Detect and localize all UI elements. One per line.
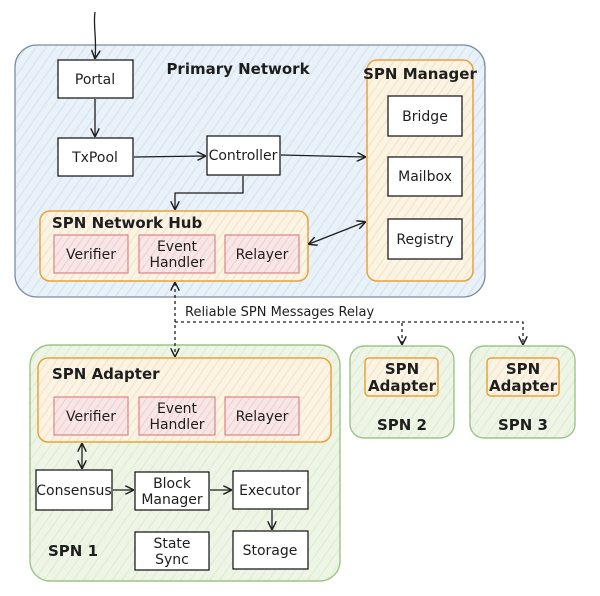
hub-relayer-label: Relayer bbox=[236, 247, 289, 263]
hub-relayer-node bbox=[224, 234, 300, 274]
spn3-label: SPN 3 bbox=[498, 416, 548, 434]
primary-network-label: Primary Network bbox=[166, 60, 310, 78]
edge-hub-spn-manager bbox=[309, 222, 365, 244]
txpool-label: TxPool bbox=[71, 150, 118, 166]
adapter-event-handler-node bbox=[138, 396, 216, 436]
bridge-label: Bridge bbox=[402, 109, 448, 125]
registry-node bbox=[387, 218, 463, 260]
spn2-adapter-node bbox=[364, 357, 439, 397]
hub-event-handler-label-line2: Handler bbox=[149, 255, 204, 271]
mailbox-node bbox=[387, 156, 463, 197]
txpool-node bbox=[57, 137, 134, 177]
adapter-verifier-node bbox=[53, 396, 129, 436]
adapter-relayer-label: Relayer bbox=[236, 409, 289, 425]
adapter-event-handler-label-line2: Handler bbox=[149, 417, 204, 433]
consensus-node bbox=[35, 469, 113, 511]
spn2-adapter-label-line2: Adapter bbox=[368, 377, 437, 395]
state-sync-label-line2: Sync bbox=[155, 552, 189, 568]
edge-controller-hub bbox=[175, 176, 244, 209]
edge-relay-spn3 bbox=[402, 321, 523, 344]
registry-label: Registry bbox=[396, 232, 453, 248]
storage-label: Storage bbox=[243, 543, 298, 559]
hub-event-handler-label-line1: Event bbox=[157, 239, 198, 255]
spn3-adapter-node bbox=[486, 357, 560, 397]
controller-node bbox=[206, 135, 281, 176]
spn1-label: SPN 1 bbox=[48, 542, 98, 560]
consensus-label: Consensus bbox=[36, 483, 111, 499]
hub-verifier-node bbox=[53, 234, 129, 274]
block-manager-label-line2: Manager bbox=[141, 492, 203, 508]
spn-manager-label: SPN Manager bbox=[363, 65, 477, 83]
hub-event-handler-node bbox=[138, 234, 216, 274]
bridge-node bbox=[387, 95, 463, 137]
mailbox-label: Mailbox bbox=[398, 169, 452, 185]
spn3-adapter-label-line1: SPN bbox=[506, 360, 540, 378]
portal-label: Portal bbox=[75, 72, 115, 88]
relay-edge-label: Reliable SPN Messages Relay bbox=[185, 305, 374, 320]
hub-verifier-label: Verifier bbox=[66, 247, 116, 263]
executor-label: Executor bbox=[239, 483, 301, 499]
adapter-verifier-label: Verifier bbox=[66, 409, 116, 425]
edge-txpool-controller bbox=[133, 156, 205, 157]
storage-node bbox=[232, 530, 309, 570]
state-sync-node bbox=[134, 531, 210, 571]
spn-adapter-label: SPN Adapter bbox=[52, 365, 160, 383]
portal-node bbox=[57, 59, 134, 99]
block-manager-node bbox=[134, 471, 210, 511]
state-sync-label-line1: State bbox=[153, 536, 190, 552]
edge-controller-spn-manager bbox=[280, 155, 365, 157]
spn2-adapter-label-line1: SPN bbox=[385, 360, 419, 378]
spn2-label: SPN 2 bbox=[377, 416, 427, 434]
block-manager-label-line1: Block bbox=[153, 476, 192, 492]
spn3-adapter-label-line2: Adapter bbox=[489, 377, 558, 395]
executor-node bbox=[232, 470, 309, 510]
controller-label: Controller bbox=[209, 148, 278, 164]
adapter-event-handler-label-line1: Event bbox=[157, 401, 198, 417]
adapter-relayer-node bbox=[224, 396, 300, 436]
edge-relay-spn2 bbox=[175, 321, 402, 344]
edge-entry-portal bbox=[94, 11, 95, 58]
spn-network-hub-label: SPN Network Hub bbox=[52, 214, 202, 232]
